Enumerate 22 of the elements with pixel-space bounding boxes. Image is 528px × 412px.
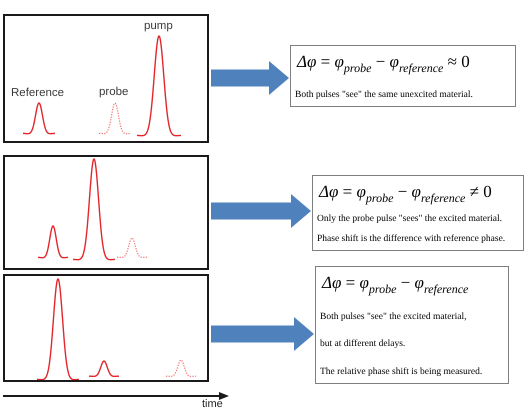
axis-label: time <box>202 398 223 411</box>
formula-text: Δφ = φ$_{probe}$ − φ$_{reference}$ <box>322 272 468 296</box>
formula-box <box>315 266 509 384</box>
note-text: Only the probe pulse "sees" the excited material. <box>317 212 502 226</box>
formula-box <box>312 175 524 251</box>
block-arrow <box>211 194 311 228</box>
formula-text: Δφ = φ$_{probe}$ − φ$_{reference}$ ≈ 0 <box>297 51 470 75</box>
note-text: Both pulses "see" the excited material, <box>320 310 467 324</box>
note-text: but at different delays. <box>320 338 406 352</box>
note-text: Both pulses "see" the same unexcited material. <box>295 89 473 102</box>
note-text: The relative phase shift is being measured. <box>320 366 482 379</box>
block-arrow <box>211 317 314 351</box>
formula-text: Δφ = φ$_{probe}$ − φ$_{reference}$ ≠ 0 <box>319 181 492 205</box>
pulse-label: pump <box>144 19 173 33</box>
pulse-panel <box>3 14 209 143</box>
note-text: Phase shift is the difference with reference phase. <box>317 233 506 246</box>
pulse-label: probe <box>99 85 128 99</box>
pulse-label: Reference <box>11 86 64 100</box>
block-arrow <box>211 61 289 95</box>
pulse-panel <box>3 274 209 382</box>
formula-box <box>290 45 516 107</box>
pulse-panel <box>3 155 209 270</box>
